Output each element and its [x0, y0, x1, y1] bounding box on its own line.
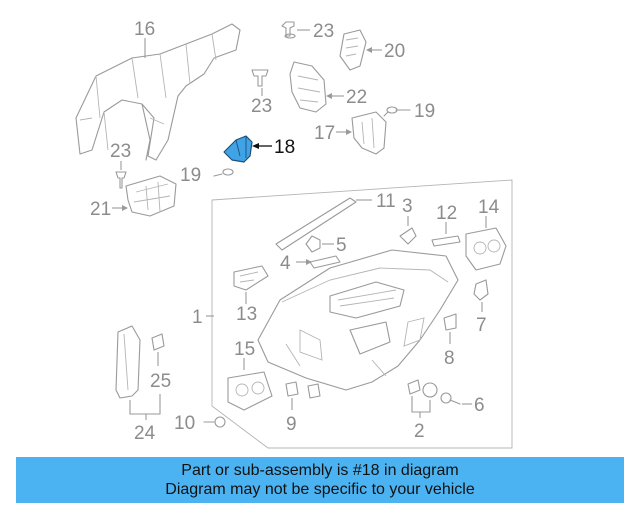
callout-25: 25 — [150, 371, 171, 392]
part-1-instrument-panel[interactable] — [257, 249, 459, 391]
part-19-screw-top[interactable] — [383, 106, 411, 117]
assembly-frame — [211, 179, 513, 449]
part-7-bracket[interactable] — [473, 279, 489, 301]
part-24-side-panel[interactable] — [115, 325, 141, 399]
callout-10: 10 — [174, 413, 195, 434]
callout-6: 6 — [474, 395, 485, 416]
callout-21: 21 — [90, 199, 111, 220]
part-10-screw[interactable] — [203, 416, 226, 428]
part-14-vent-assembly[interactable] — [465, 227, 507, 271]
callout-1: 1 — [192, 307, 203, 328]
callout-17: 17 — [314, 123, 335, 144]
callout-4: 4 — [280, 253, 291, 274]
leader-24 — [129, 394, 161, 415]
callout-5: 5 — [336, 235, 347, 256]
part-8-clip[interactable] — [443, 313, 457, 331]
callout-23-top: 23 — [313, 21, 334, 42]
callout-23-middle: 23 — [251, 96, 272, 117]
part-6-screw[interactable] — [440, 392, 461, 405]
part-20-vent[interactable] — [339, 29, 367, 71]
part-22-bracket[interactable] — [289, 61, 327, 113]
callout-8: 8 — [444, 348, 455, 369]
callout-12: 12 — [436, 203, 457, 224]
part-16-cross-car-beam[interactable] — [75, 23, 241, 161]
part-17-bracket[interactable] — [351, 111, 387, 155]
part-5-nut[interactable] — [305, 235, 321, 253]
callout-22: 22 — [346, 87, 367, 108]
callout-23-left: 23 — [110, 141, 131, 162]
part-11-trim-strip[interactable] — [275, 197, 357, 251]
callout-3: 3 — [402, 196, 413, 217]
callout-9: 9 — [286, 414, 297, 435]
callout-19-middle: 19 — [180, 165, 201, 186]
callout-7: 7 — [476, 315, 487, 336]
part-23-clip-left[interactable] — [115, 171, 127, 189]
part-23-clip-middle[interactable] — [251, 69, 269, 87]
part-9-clips[interactable] — [285, 381, 321, 399]
callout-20: 20 — [384, 41, 405, 62]
part-3-clip[interactable] — [399, 227, 417, 245]
part-23-clip-top[interactable] — [281, 21, 296, 39]
info-banner: Part or sub-assembly is #18 in diagram D… — [16, 457, 624, 503]
part-25-clip[interactable] — [151, 333, 165, 351]
part-15-vent[interactable] — [227, 371, 273, 411]
part-12-bar[interactable] — [431, 235, 461, 247]
callout-14: 14 — [478, 197, 500, 218]
callout-24: 24 — [134, 423, 156, 444]
part-2-clips[interactable] — [407, 379, 438, 398]
part-18-bracket-highlighted[interactable] — [223, 135, 253, 163]
part-4-trim[interactable] — [309, 255, 341, 269]
banner-line-1: Part or sub-assembly is #18 in diagram — [181, 462, 459, 479]
part-19-screw-middle[interactable] — [213, 168, 234, 177]
callout-19-top: 19 — [414, 101, 435, 122]
leader-2 — [411, 396, 431, 413]
part-21-bracket[interactable] — [125, 175, 177, 217]
callout-13: 13 — [236, 304, 257, 325]
part-13-speaker-grille[interactable] — [233, 265, 269, 291]
callout-15: 15 — [234, 339, 255, 360]
banner-line-2: Diagram may not be specific to your vehi… — [165, 481, 475, 498]
callout-18: 18 — [274, 137, 295, 158]
callout-16: 16 — [134, 19, 155, 40]
callout-2: 2 — [414, 421, 425, 442]
callout-11: 11 — [376, 191, 396, 212]
